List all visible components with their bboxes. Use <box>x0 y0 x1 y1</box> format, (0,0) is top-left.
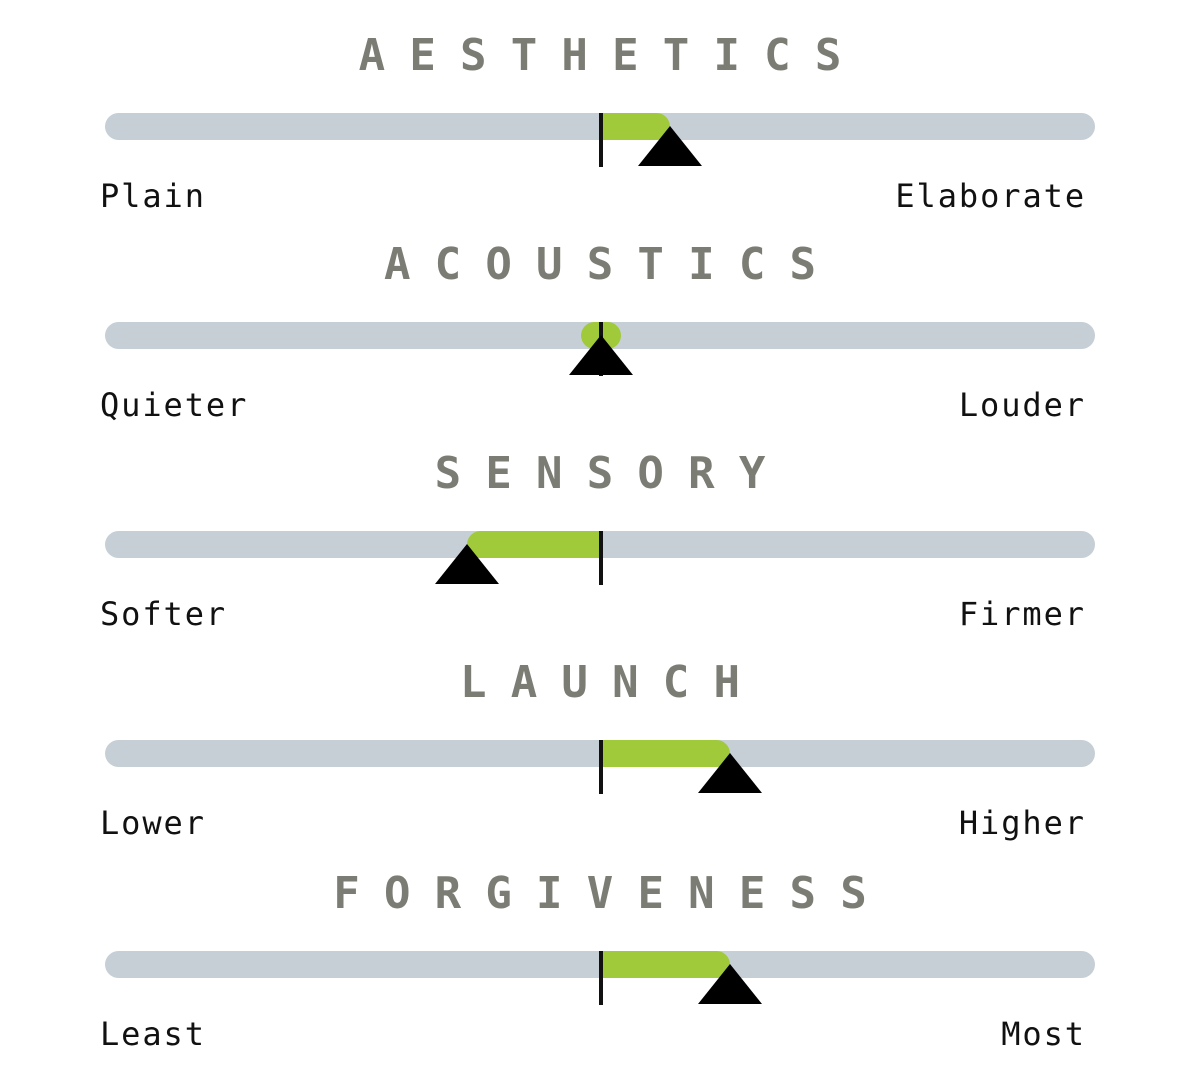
triangle-marker-icon <box>697 964 762 1004</box>
scale-fill <box>601 113 671 140</box>
neutral-line <box>599 113 603 167</box>
scale-fill <box>601 951 730 978</box>
scale-max-label: Higher <box>958 804 1086 842</box>
neutral-line <box>599 531 603 585</box>
scale-forgiveness: FORGIVENESS Least Most <box>0 838 1200 1053</box>
scale-title: AESTHETICS <box>358 30 866 81</box>
triangle-marker-icon <box>697 753 762 793</box>
scale-min-label: Least <box>100 1015 206 1053</box>
scale-title: FORGIVENESS <box>333 868 891 919</box>
scale-min-label: Quieter <box>100 386 249 424</box>
scale-sensory: SENSORY Softer Firmer <box>0 418 1200 633</box>
scale-min-label: Plain <box>100 177 206 215</box>
neutral-line <box>599 740 603 794</box>
scale-title: ACOUSTICS <box>383 239 841 290</box>
triangle-marker-icon <box>569 335 633 375</box>
scale-title: SENSORY <box>434 448 790 499</box>
triangle-marker-icon <box>435 544 500 584</box>
scale-fill <box>467 531 601 558</box>
scale-max-label: Firmer <box>958 595 1086 633</box>
scale-max-label: Louder <box>958 386 1086 424</box>
triangle-marker-icon <box>638 126 703 166</box>
neutral-line <box>599 951 603 1005</box>
scale-acoustics: ACOUSTICS Quieter Louder <box>0 209 1200 424</box>
scale-title: LAUNCH <box>460 657 765 708</box>
scale-min-label: Lower <box>100 804 206 842</box>
scale-min-label: Softer <box>100 595 228 633</box>
scale-launch: LAUNCH Lower Higher <box>0 627 1200 842</box>
scale-aesthetics: AESTHETICS Plain Elaborate <box>0 0 1200 215</box>
scale-max-label: Most <box>1001 1015 1086 1053</box>
scale-max-label: Elaborate <box>895 177 1086 215</box>
scale-fill <box>601 740 730 767</box>
